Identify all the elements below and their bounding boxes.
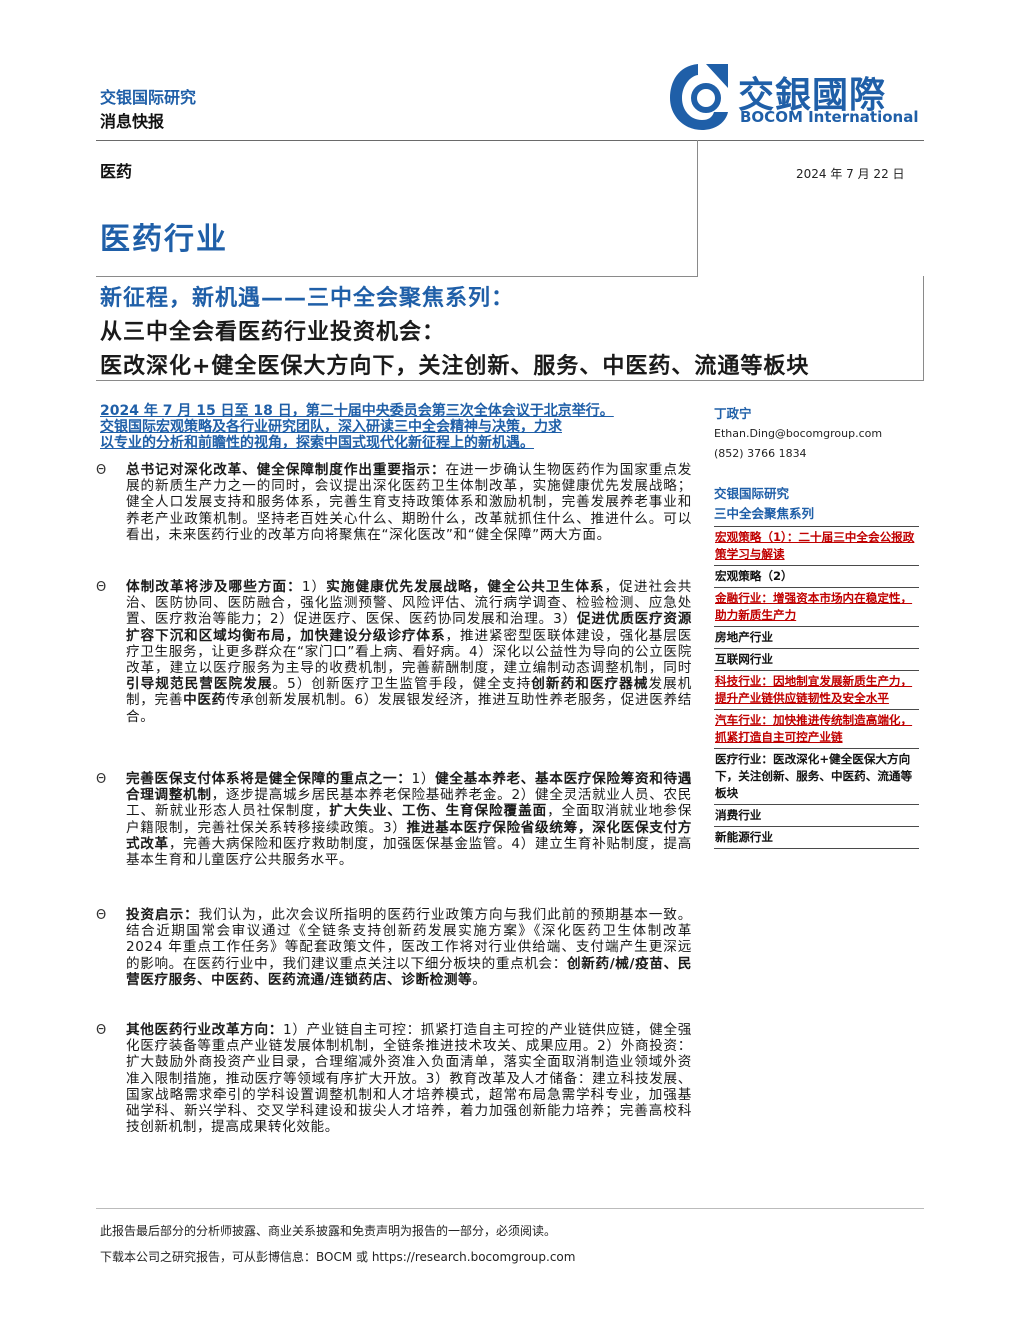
logo-cn: 交銀國際: [738, 74, 887, 116]
bullet-text: 体制改革将涉及哪些方面：1）实施健康优先发展战略，健全公共卫生体系，促进社会共治…: [126, 579, 692, 725]
footer-download: 下载本公司之研究报告，可从彭博信息：BOCM 或 https://researc…: [100, 1250, 576, 1264]
header-rule: [96, 140, 924, 141]
analyst-email[interactable]: Ethan.Ding@bocomgroup.com: [714, 427, 883, 440]
bullet-segment-text: 1）产业链自主可控：抓紧打造自主可控的产业链供应链，健全强化医疗装备等重点产业链…: [126, 1022, 692, 1136]
bullet-segment-text: 。: [472, 971, 487, 988]
sidebar-heading: 交银国际研究: [714, 486, 790, 501]
bullet-bold-text: 实施健康优先发展战略，健全公共卫生体系: [326, 579, 605, 595]
bullet-text: 完善医保支付体系将是健全保障的重点之一：1）健全基本养老、基本医疗保险筹资和待遇…: [126, 771, 692, 868]
bullet-bold-text: 创新药和医疗器械: [531, 676, 649, 693]
analyst-phone: (852) 3766 1834: [714, 447, 807, 460]
bullet-segment-text: ，全面取消就业地参保户籍限制，完善社保关系转移接续政策。3）: [126, 803, 693, 836]
bullet-bold-text: 其他医药行业改革方向：: [126, 1022, 284, 1038]
title-right-rule: [923, 276, 924, 380]
bullet-item: Θ 投资启示：我们认为，此次会议所指明的医药行业政策方向与我们此前的预期基本一致…: [96, 907, 692, 988]
bullet-marker-icon: Θ: [96, 463, 107, 478]
bullet-segment-text: 发展机制，完善: [126, 676, 692, 709]
org-name: 交银国际研究: [100, 88, 197, 107]
sidebar-list: 宏观策略（1）：二十届三中全会公报政策学习与解读宏观策略（2）金融行业：增强资本…: [714, 527, 919, 849]
sidebar-report-link: 宏观策略（2）: [714, 566, 919, 588]
bullet-segment-text: 传承创新发展机制。6）发展银发经济，推进互助性养老服务，促进医养结合。: [126, 692, 692, 725]
sidebar-report-link[interactable]: 宏观策略（1）：二十届三中全会公报政策学习与解读: [714, 527, 919, 566]
footer-rule: [96, 1208, 924, 1209]
bullet-segment-text: ，促进社会共治、医防协同、医防融合，强化监测预警、风险评估、流行病学调查、检验检…: [126, 579, 692, 628]
bullet-segment-text: 1）: [301, 579, 327, 595]
bullet-segment-text: ，推进紧密型医联体建设，强化基层医疗卫生服务，让更多群众在“家门口”看上病、看好…: [126, 627, 692, 677]
bullet-item: Θ 完善医保支付体系将是健全保障的重点之一：1）健全基本养老、基本医疗保险筹资和…: [96, 771, 692, 868]
report-type: 消息快报: [100, 112, 165, 131]
bullet-bold-text: 完善医保支付体系将是健全保障的重点之一：: [126, 771, 412, 787]
bullet-bold-text: 健全基本养老、基本医疗保险筹资和待遇合理调整机制: [126, 771, 692, 804]
analyst-name: 丁政宁: [714, 406, 752, 421]
intro-line: 以专业的分析和前瞻性的视角，探索中国式现代化新征程上的新机遇。: [100, 435, 534, 451]
bocom-logo: 交銀國際 BOCOM International: [668, 62, 920, 132]
title-rule: [96, 276, 698, 277]
bullet-bold-text: 投资启示：: [126, 907, 199, 923]
header-vertical-rule: [697, 140, 698, 276]
title-bottom-rule: [96, 380, 924, 381]
bullet-bold-text: 创新药/械/疫苗、民营医疗服务、中医药、医药流通/连锁药店、诊断检测等: [126, 955, 692, 988]
intro-line: 2024 年 7 月 15 日至 18 日，第二十届中央委员会第三次全体会议于北…: [100, 403, 614, 419]
sidebar-subheading: 三中全会聚焦系列: [714, 504, 919, 527]
related-reports-sidebar: 交银国际研究 三中全会聚焦系列 宏观策略（1）：二十届三中全会公报政策学习与解读…: [714, 484, 919, 849]
bullet-text: 总书记对深化改革、健全保障制度作出重要指示：在进一步确认生物医药作为国家重点发展…: [126, 462, 692, 543]
sidebar-report-link[interactable]: 金融行业：增强资本市场内在稳定性，助力新质生产力: [714, 588, 919, 627]
title-line-1: 新征程，新机遇——三中全会聚焦系列：: [100, 286, 515, 311]
bullet-bold-text: 总书记对深化改革、健全保障制度作出重要指示：: [126, 462, 446, 478]
footer-disclaimer: 此报告最后部分的分析师披露、商业关系披露和免责声明为报告的一部分，必须阅读。: [100, 1224, 557, 1238]
bullet-bold-text: 扩大失业、工伤、生育保险覆盖面: [329, 803, 548, 820]
intro-line: 交银国际宏观策略及各行业研究团队，深入研读三中全会精神与决策，力求: [100, 419, 562, 435]
bullet-segment-text: 1）: [411, 771, 436, 787]
bullet-marker-icon: Θ: [96, 772, 107, 787]
bullet-bold-text: 中医药: [183, 692, 226, 709]
bullet-item: Θ 其他医药行业改革方向：1）产业链自主可控：抓紧打造自主可控的产业链供应链，健…: [96, 1022, 692, 1135]
bullet-bold-text: 促进优质医疗资源扩容下沉和区域均衡布局，加快建设分级诊疗体系: [126, 611, 692, 644]
bullet-item: Θ 体制改革将涉及哪些方面：1）实施健康优先发展战略，健全公共卫生体系，促进社会…: [96, 579, 692, 725]
bullet-segment-text: 我们认为，此次会议所指明的医药行业政策方向与我们此前的预期基本一致。结合近期国常…: [126, 907, 692, 972]
page-title: 医药行业: [100, 222, 228, 257]
analyst-block: 丁政宁 Ethan.Ding@bocomgroup.com (852) 3766…: [714, 404, 920, 464]
bullet-segment-text: ，完善大病保险和医疗救助制度，加强医保基金监管。4）建立生育补贴制度，提高基本生…: [126, 835, 692, 869]
bullet-text: 其他医药行业改革方向：1）产业链自主可控：抓紧打造自主可控的产业链供应链，健全强…: [126, 1022, 692, 1135]
bocom-logo-mark-icon: [670, 64, 728, 130]
sidebar-report-link[interactable]: 汽车行业：加快推进传统制造高端化，抓紧打造自主可控产业链: [714, 710, 919, 749]
logo-en: BOCOM International: [740, 108, 919, 126]
sidebar-report-link: 房地产行业: [714, 627, 919, 649]
sidebar-report-link: 新能源行业: [714, 827, 919, 849]
bullet-segment-text: 在进一步确认生物医药作为国家重点发展的新质生产力之一的同时，会议提出深化医药卫生…: [126, 462, 692, 543]
bullet-segment-text: 。5）创新医疗卫生监管手段，健全支持: [272, 676, 532, 693]
intro-block: 2024 年 7 月 15 日至 18 日，第二十届中央委员会第三次全体会议于北…: [100, 403, 692, 451]
sidebar-report-link: 医疗行业：医改深化+健全医保大方向下，关注创新、服务、中医药、流通等板块: [714, 749, 919, 805]
sidebar-report-link[interactable]: 科技行业：因地制宜发展新质生产力，提升产业链供应链韧性及安全水平: [714, 671, 919, 710]
sidebar-report-link: 消费行业: [714, 805, 919, 827]
bullet-item: Θ 总书记对深化改革、健全保障制度作出重要指示：在进一步确认生物医药作为国家重点…: [96, 462, 692, 543]
report-date: 2024 年 7 月 22 日: [796, 167, 905, 181]
sidebar-report-link: 互联网行业: [714, 649, 919, 671]
bullet-segment-text: ，逐步提高城乡居民基本养老保险基础养老金。2）健全灵活就业人员、农民工、新就业形…: [126, 787, 692, 820]
bullet-bold-text: 体制改革将涉及哪些方面：: [126, 579, 302, 595]
bullet-marker-icon: Θ: [96, 1023, 107, 1038]
title-line-3: 医改深化+健全医保大方向下，关注创新、服务、中医药、流通等板块: [100, 354, 810, 379]
bullet-bold-text: 推进基本医疗保险省级统筹，深化医保支付方式改革: [126, 819, 693, 852]
sector-tag: 医药: [100, 162, 133, 181]
bullet-marker-icon: Θ: [96, 908, 107, 923]
bullet-bold-text: 引导规范民营医院发展: [126, 676, 273, 693]
title-line-2: 从三中全会看医药行业投资机会：: [100, 320, 446, 345]
bullet-text: 投资启示：我们认为，此次会议所指明的医药行业政策方向与我们此前的预期基本一致。结…: [126, 907, 692, 988]
bullet-marker-icon: Θ: [96, 580, 107, 595]
